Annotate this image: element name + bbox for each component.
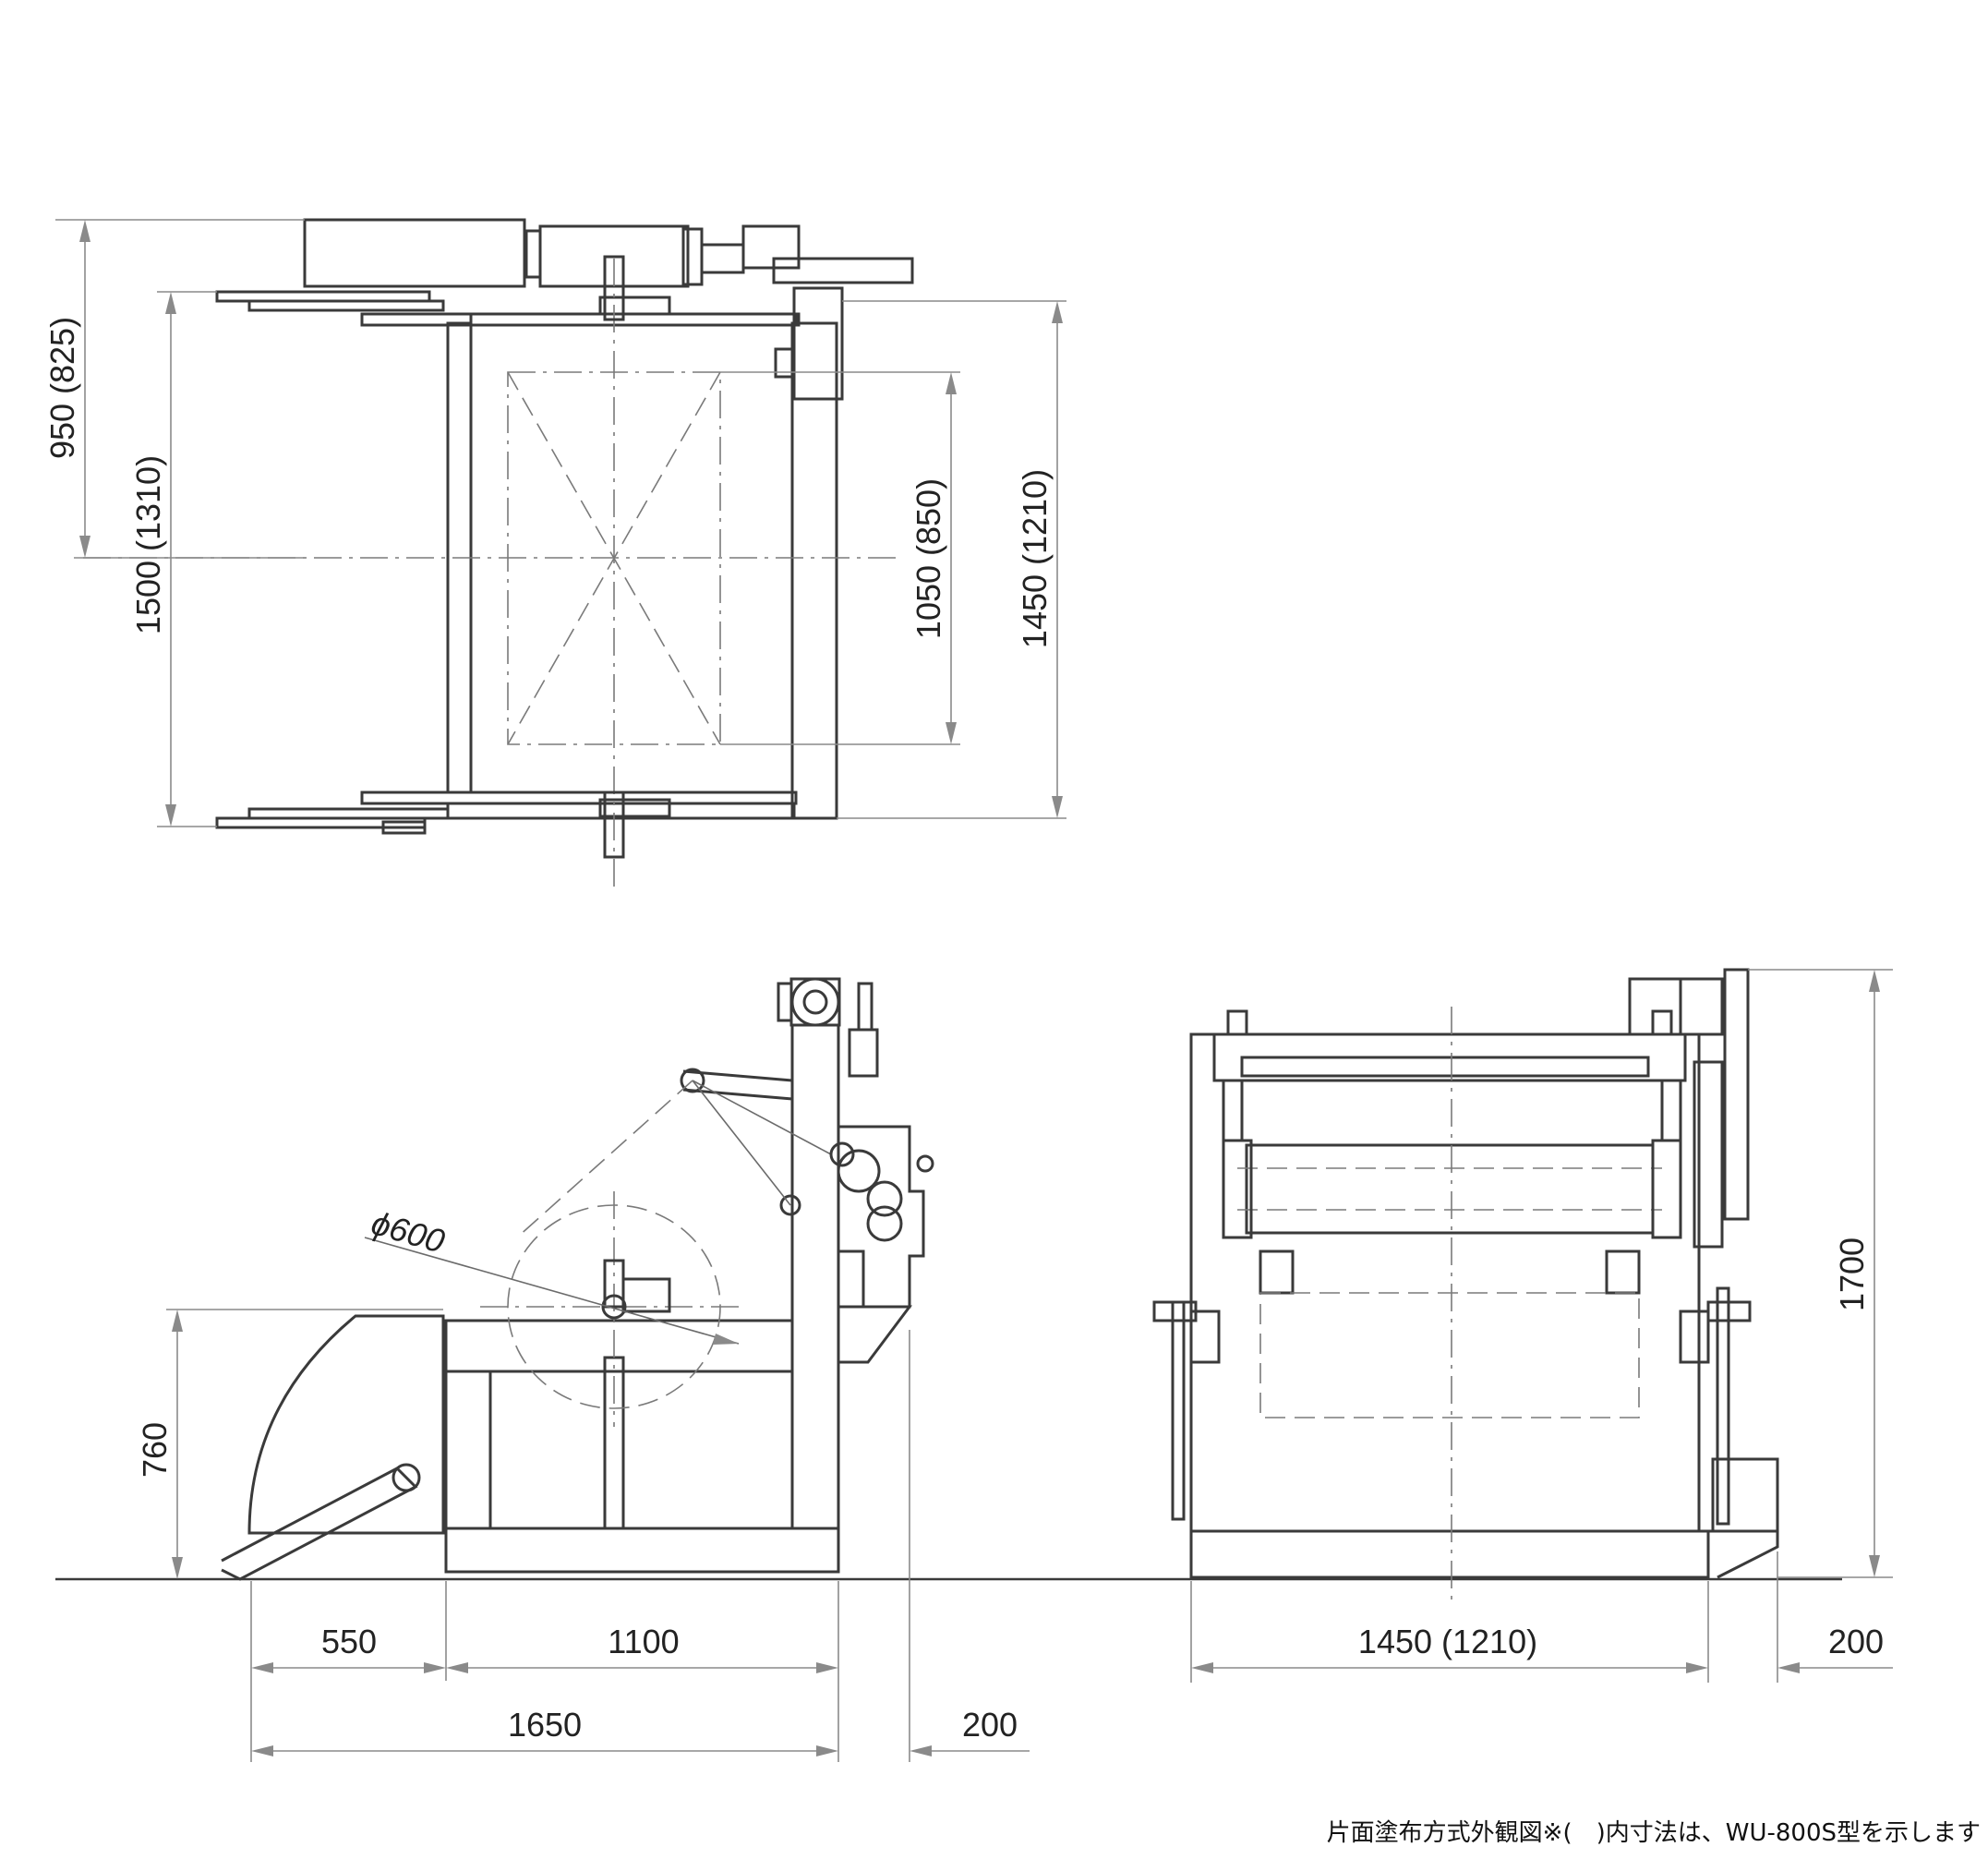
dim-1650: 1650 bbox=[508, 1706, 582, 1744]
dim-1450-front: 1450 (1210) bbox=[1358, 1623, 1537, 1660]
dim-1450-plan: 1450 (1210) bbox=[1016, 469, 1054, 648]
dim-200-front: 200 bbox=[1828, 1623, 1884, 1660]
dim-1700: 1700 bbox=[1833, 1237, 1871, 1311]
dim-1100: 1100 bbox=[608, 1623, 679, 1660]
dim-diameter-600: ϕ600 bbox=[367, 1203, 449, 1260]
drawing-caption: 片面塗布方式外観図※( )内寸法は、WU-800S型を示します bbox=[1326, 1819, 1981, 1847]
dim-1500: 1500 (1310) bbox=[129, 455, 167, 634]
side-view: ϕ600 760 550 1100 1650 200 bbox=[55, 977, 1842, 1762]
front-view: 1450 (1210) 200 1700 bbox=[1152, 968, 1893, 1683]
dim-550: 550 bbox=[321, 1623, 377, 1660]
dim-1050: 1050 (850) bbox=[910, 478, 947, 639]
plan-view: 950 (825) 1500 (1310) 1050 (850) 1450 (1… bbox=[43, 218, 1066, 887]
dim-200-side: 200 bbox=[962, 1706, 1018, 1744]
dim-950: 950 (825) bbox=[43, 317, 81, 459]
dim-760: 760 bbox=[136, 1422, 174, 1478]
